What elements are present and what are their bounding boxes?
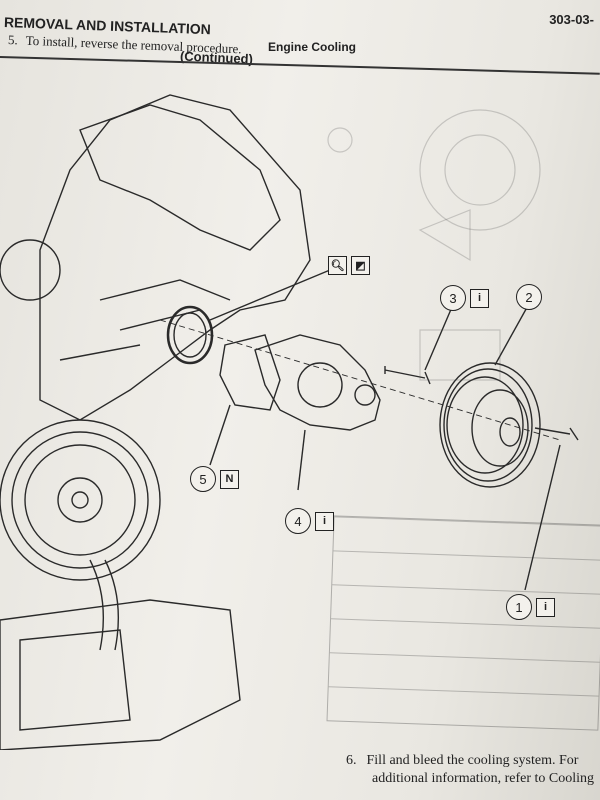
new-part-icon: N [220,469,239,489]
step-6: 6. Fill and bleed the cooling system. For… [346,752,594,788]
bolt-3 [384,366,431,385]
pump-pulley [439,362,541,488]
step-text-line-1: Fill and bleed the cooling system. For [366,753,579,768]
bolt-1 [534,427,579,441]
page-reference: 303-03- [549,12,594,27]
tool-icons: 🔍︎ ◩ [328,256,370,275]
crank-pulley [0,419,161,581]
callout-5: 5 N [190,466,239,492]
callout-3: 3 i [440,285,489,311]
callout-number: 2 [516,284,542,310]
callout-number: 1 [506,594,532,620]
callout-2: 2 [516,284,542,310]
gasket [219,334,281,411]
step-text-line-2: additional information, refer to Cooling [372,771,595,786]
information-icon: i [536,597,555,617]
information-icon: i [470,288,489,308]
magnifier-icon: 🔍︎ [328,256,347,275]
callout-number: 3 [440,285,466,311]
starter-motor [0,599,241,750]
intake-manifold [79,104,281,251]
callout-number: 4 [285,508,311,534]
callout-1: 1 i [506,594,555,620]
step-number: 6. [346,753,357,768]
o-ring [166,305,214,365]
wrench-icon: ◩ [351,256,370,275]
throttle-body [0,239,61,301]
callout-number: 5 [190,466,216,492]
engine-block [39,94,311,421]
water-pump [254,334,381,431]
information-icon: i [315,511,334,531]
water-pump-diagram [0,94,579,750]
hose [89,559,119,651]
step-number: 5. [7,32,19,48]
callout-4: 4 i [285,508,334,534]
chapter-title: Engine Cooling [268,40,356,54]
